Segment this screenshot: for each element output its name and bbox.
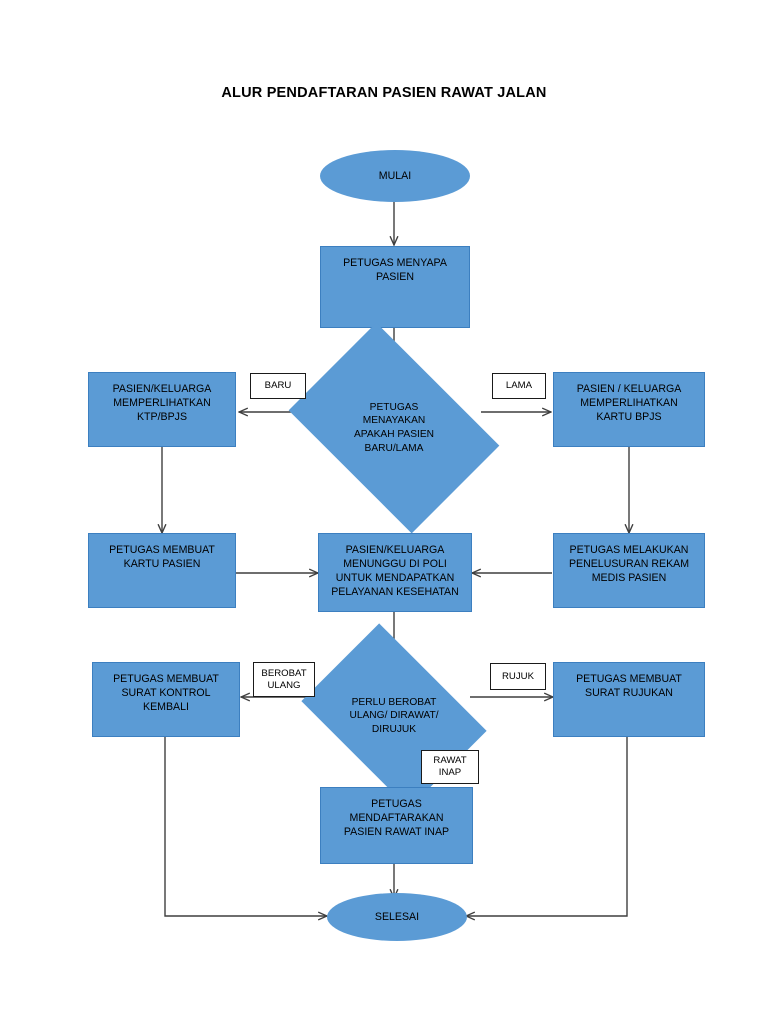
- node-start[interactable]: MULAI: [320, 150, 470, 202]
- node-end[interactable]: SELESAI: [327, 893, 467, 941]
- node-start-label: MULAI: [378, 169, 412, 182]
- node-show-bpjs-label: PASIEN / KELUARGA MEMPERLIHATKAN KARTU B…: [576, 383, 682, 424]
- node-greet-label: PETUGAS MENYAPA PASIEN: [343, 257, 447, 284]
- node-show-ktp-label: PASIEN/KELUARGA MEMPERLIHATKAN KTP/BPJS: [112, 383, 212, 424]
- node-inpatient-label: PETUGAS MENDAFTARAKAN PASIEN RAWAT INAP: [343, 798, 450, 839]
- branch-label-berobat-ulang: BEROBAT ULANG: [253, 662, 315, 697]
- node-wait-poli[interactable]: PASIEN/KELUARGA MENUNGGU DI POLI UNTUK M…: [318, 533, 472, 612]
- node-control-note-label: PETUGAS MEMBUAT SURAT KONTROL KEMBALI: [113, 673, 219, 714]
- node-referral-label: PETUGAS MEMBUAT SURAT RUJUKAN: [576, 673, 682, 700]
- node-make-card-label: PETUGAS MEMBUAT KARTU PASIEN: [109, 544, 215, 571]
- node-make-card[interactable]: PETUGAS MEMBUAT KARTU PASIEN: [88, 533, 236, 608]
- node-end-label: SELESAI: [374, 910, 420, 923]
- branch-label-rawat-inap: RAWAT INAP: [421, 750, 479, 784]
- node-find-record[interactable]: PETUGAS MELAKUKAN PENELUSURAN REKAM MEDI…: [553, 533, 705, 608]
- branch-label-rujuk: RUJUK: [490, 663, 546, 690]
- node-find-record-label: PETUGAS MELAKUKAN PENELUSURAN REKAM MEDI…: [568, 544, 690, 585]
- node-decide-new[interactable]: PETUGAS MENAYAKAN APAKAH PASIEN BARU/LAM…: [288, 322, 500, 534]
- node-control-note[interactable]: PETUGAS MEMBUAT SURAT KONTROL KEMBALI: [92, 662, 240, 737]
- branch-label-lama: LAMA: [492, 373, 546, 399]
- node-decide-next-label: PERLU BEROBAT ULANG/ DIRAWAT/ DIRUJUK: [349, 696, 439, 735]
- node-inpatient[interactable]: PETUGAS MENDAFTARAKAN PASIEN RAWAT INAP: [320, 787, 473, 864]
- node-greet[interactable]: PETUGAS MENYAPA PASIEN: [320, 246, 470, 328]
- edge-referral-to-end: [466, 737, 628, 916]
- node-decide-next[interactable]: PERLU BEROBAT ULANG/ DIRAWAT/ DIRUJUK: [301, 623, 487, 809]
- node-show-bpjs[interactable]: PASIEN / KELUARGA MEMPERLIHATKAN KARTU B…: [553, 372, 705, 447]
- branch-label-baru: BARU: [250, 373, 306, 399]
- node-referral[interactable]: PETUGAS MEMBUAT SURAT RUJUKAN: [553, 662, 705, 737]
- edge-control-to-end: [164, 737, 327, 916]
- node-wait-poli-label: PASIEN/KELUARGA MENUNGGU DI POLI UNTUK M…: [331, 544, 459, 599]
- node-decide-new-label: PETUGAS MENAYAKAN APAKAH PASIEN BARU/LAM…: [353, 401, 435, 454]
- page-title: ALUR PENDAFTARAN PASIEN RAWAT JALAN: [221, 85, 547, 101]
- node-show-ktp[interactable]: PASIEN/KELUARGA MEMPERLIHATKAN KTP/BPJS: [88, 372, 236, 447]
